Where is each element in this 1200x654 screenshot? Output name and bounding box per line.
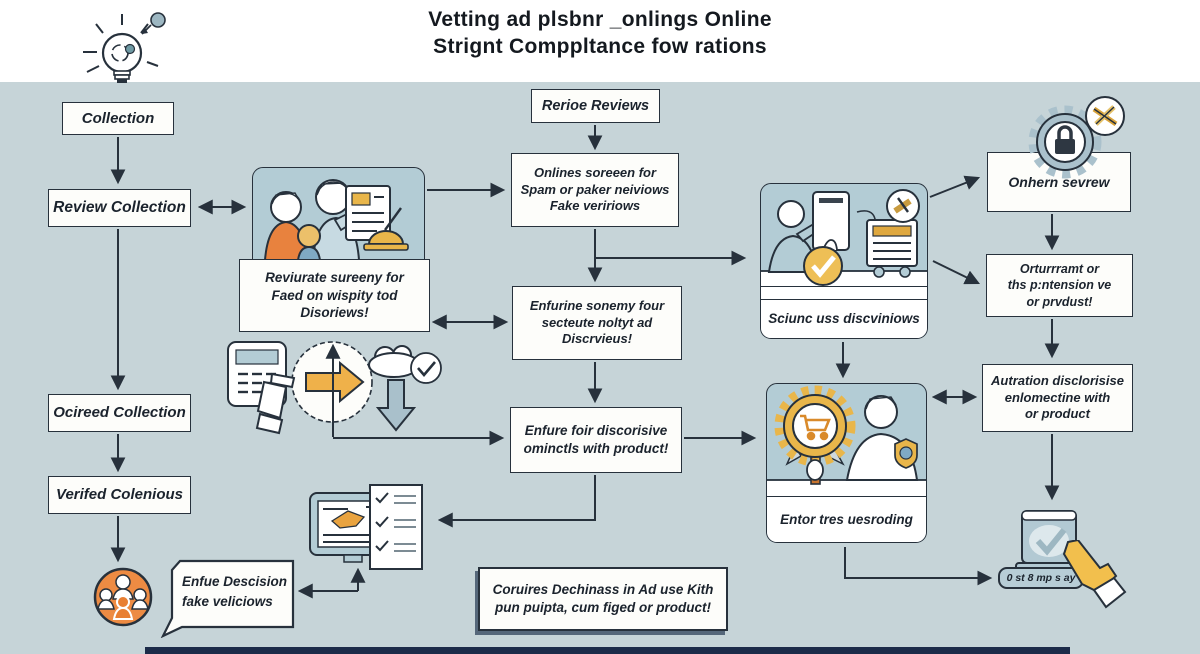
right-arrow-icon (305, 360, 365, 404)
cloud-icon (368, 345, 420, 378)
top-band (0, 0, 1200, 82)
process-icons-cluster (227, 341, 442, 435)
decision-bubble-shape (160, 559, 295, 638)
enfurine-box: Enfurine sonemy four secteute noltyt ad … (512, 286, 682, 360)
review-desk-caption-text: Sciunc uss discviniows (768, 311, 920, 326)
collection-box: Collection (62, 102, 174, 135)
review-desk-caption: Sciunc uss discviniows (761, 286, 927, 338)
inspection-caption: Entor tres uesroding (767, 496, 926, 542)
graphic-bird-shape (330, 510, 366, 529)
arrow-panel-to-orturrramt (932, 260, 981, 285)
family-review-illustration (263, 179, 409, 261)
arrow-panel-to-onhern (929, 175, 981, 198)
check-badge-icon (803, 246, 843, 286)
review-desk-panel: Sciunc uss discviniows (760, 183, 928, 339)
stamp-button: 0 st 8 mp s ay (998, 567, 1084, 589)
arrow-enfure-to-checklist (437, 475, 596, 528)
down-arrow-icon (375, 379, 417, 432)
people-group-icon (93, 567, 153, 627)
idea-lightbulb-icon (83, 12, 166, 83)
rerioe-reviews-box: Rerioe Reviews (531, 89, 660, 123)
coruires-box: Coruires Dechinass in Ad use Kith pun pu… (478, 567, 728, 631)
title-line-2: Strignt Comppltance fow rations (433, 34, 767, 58)
title-line-1: Vetting ad plsbnr _onlings Online (428, 8, 772, 31)
bottom-bar (145, 647, 1070, 654)
enfure-four-box: Enfure foir discorisive ominctls with pr… (510, 407, 682, 473)
inspection-caption-text: Entor tres uesroding (780, 512, 913, 527)
review-collection-box: Review Collection (48, 189, 191, 227)
check-circle-icon (410, 352, 442, 384)
onlines-screen-box: Onlines soreeen for Spam or paker neivio… (511, 153, 679, 227)
reviurate-box: Reviurate sureeny for Faed on wispity to… (239, 259, 430, 332)
inspection-illustration (767, 385, 926, 501)
verified-colenious-box: Verifed Colenious (48, 476, 191, 514)
arrow-inspection-to-stamp (844, 547, 993, 586)
gear-lock-icon (1028, 96, 1125, 179)
decision-bubble-label: Enfue Descision fake veliciows (182, 574, 288, 609)
cart-icon (800, 414, 831, 441)
checklist-screen-illustration (309, 484, 423, 570)
review-desk-illustration (761, 189, 927, 292)
ocireed-collection-box: Ocireed Collection (48, 394, 191, 432)
cursor-hand-icon (1062, 540, 1127, 609)
autration-box: Autration disclorisise enlomectine with … (982, 364, 1133, 432)
inspection-panel: Entor tres uesroding (766, 383, 927, 543)
lock-icon (1057, 125, 1073, 139)
pointing-hand-icon (255, 372, 296, 435)
onhern-sevrew-box: Onhern sevrew (987, 152, 1131, 212)
gripping-hand (806, 459, 824, 481)
orturrramt-box: Orturrramt or ths p:ntension ve or prvdu… (986, 254, 1133, 317)
page-title: Vetting ad plsbnr _onlings Online Strign… (0, 7, 1200, 61)
